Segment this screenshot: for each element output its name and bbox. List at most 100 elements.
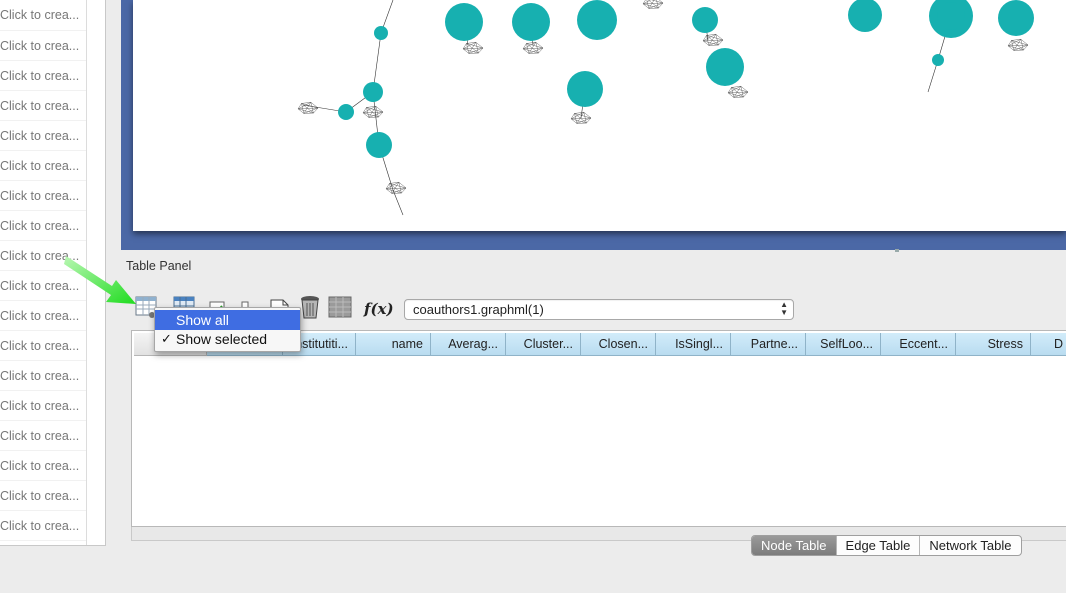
graph-edge bbox=[389, 183, 402, 194]
graph-node bbox=[577, 0, 617, 40]
list-item[interactable]: Click to crea... bbox=[0, 61, 105, 91]
graph-edge bbox=[728, 92, 744, 98]
column-header[interactable]: institutiti... bbox=[283, 333, 356, 356]
graph-edge bbox=[528, 42, 537, 54]
graph-edge bbox=[523, 48, 539, 54]
graph-edge bbox=[368, 106, 377, 118]
graph-edge bbox=[1008, 39, 1021, 47]
network-canvas[interactable] bbox=[133, 0, 1066, 231]
show-columns-icon[interactable] bbox=[134, 294, 158, 320]
graph-edge bbox=[366, 107, 384, 113]
graph-edge bbox=[391, 182, 400, 194]
column-header[interactable]: name bbox=[356, 333, 431, 356]
graph-edge bbox=[570, 118, 577, 124]
graph-edge bbox=[475, 42, 479, 54]
graph-edge bbox=[1023, 44, 1029, 51]
graph-edge bbox=[727, 92, 734, 98]
tab-edge-table[interactable]: Edge Table bbox=[837, 536, 921, 555]
graph-edge bbox=[648, 2, 664, 9]
graph-edge bbox=[583, 112, 592, 119]
graph-edge bbox=[574, 113, 587, 124]
network-graph[interactable] bbox=[133, 0, 1066, 231]
graph-edge bbox=[703, 40, 719, 46]
graph-edge bbox=[526, 42, 536, 44]
graph-edge bbox=[648, 0, 659, 9]
graph-edge bbox=[478, 47, 484, 54]
column-header[interactable]: D bbox=[1031, 333, 1066, 356]
list-item[interactable]: Click to crea... bbox=[0, 511, 105, 541]
graph-edge bbox=[301, 103, 305, 114]
graph-edge bbox=[731, 87, 749, 93]
function-builder-icon[interactable]: f(x) bbox=[364, 300, 394, 318]
column-header[interactable]: Averag... bbox=[431, 333, 506, 356]
list-item[interactable]: Click to crea... bbox=[0, 121, 105, 151]
graph-edge bbox=[526, 43, 530, 54]
list-item[interactable]: Click to crea... bbox=[0, 331, 105, 361]
list-item[interactable]: Click to crea... bbox=[0, 151, 105, 181]
graph-edge bbox=[702, 40, 709, 46]
list-item[interactable]: Click to crea... bbox=[0, 91, 105, 121]
graph-edge bbox=[535, 42, 544, 49]
graph-edge bbox=[462, 48, 469, 54]
column-header[interactable]: SelfLoo... bbox=[806, 333, 881, 356]
table-selector-dropdown[interactable]: coauthors1.graphml(1) ▲▼ bbox=[404, 299, 794, 320]
graph-edge bbox=[389, 183, 393, 194]
table-tabs: Node Table Edge Table Network Table bbox=[751, 535, 1022, 556]
list-item[interactable]: Click to crea... bbox=[0, 421, 105, 451]
graph-edge bbox=[1011, 40, 1015, 51]
graph-node bbox=[445, 3, 483, 41]
list-item[interactable]: Click to crea... bbox=[0, 391, 105, 421]
column-header[interactable]: Stress bbox=[956, 333, 1031, 356]
list-item[interactable]: Click to crea... bbox=[0, 211, 105, 241]
graph-edge bbox=[643, 3, 659, 9]
panel-divider-handle[interactable] bbox=[895, 249, 899, 252]
list-item[interactable]: Click to crea... bbox=[0, 181, 105, 211]
trash-icon[interactable] bbox=[298, 294, 322, 320]
graph-edge bbox=[586, 117, 592, 124]
graph-edge bbox=[731, 87, 735, 98]
menu-item-show-selected[interactable]: ✓ Show selected bbox=[155, 329, 300, 349]
graph-edge bbox=[743, 91, 749, 98]
list-item[interactable]: Click to crea... bbox=[0, 451, 105, 481]
graph-edge bbox=[368, 111, 384, 118]
column-header[interactable]: Partne... bbox=[731, 333, 806, 356]
show-columns-menu: Show all ✓ Show selected bbox=[154, 307, 301, 352]
table-selector-value: coauthors1.graphml(1) bbox=[413, 302, 544, 317]
graph-edge bbox=[313, 107, 319, 114]
graph-edge bbox=[386, 182, 399, 190]
graph-edge bbox=[574, 113, 578, 124]
column-header[interactable]: Eccent... bbox=[881, 333, 956, 356]
column-header[interactable]: Cluster... bbox=[506, 333, 581, 356]
graph-edge bbox=[297, 108, 304, 114]
table-lock-icon[interactable] bbox=[328, 294, 352, 320]
network-view bbox=[121, 0, 1066, 250]
tab-node-table[interactable]: Node Table bbox=[752, 536, 837, 555]
graph-edge bbox=[466, 43, 484, 49]
graph-edge bbox=[1020, 39, 1029, 46]
list-item[interactable]: Click to crea... bbox=[0, 31, 105, 61]
list-item[interactable]: Click to crea... bbox=[0, 0, 105, 31]
graph-edge bbox=[706, 35, 710, 46]
list-item[interactable]: Click to crea... bbox=[0, 361, 105, 391]
graph-edge bbox=[731, 87, 744, 98]
graph-edge bbox=[1011, 39, 1021, 41]
graph-node bbox=[374, 26, 388, 40]
graph-edge bbox=[1020, 39, 1024, 51]
tab-network-table[interactable]: Network Table bbox=[929, 538, 1012, 553]
list-item[interactable]: Click to crea... bbox=[0, 481, 105, 511]
column-header[interactable]: IsSingl... bbox=[656, 333, 731, 356]
column-header[interactable]: Closen... bbox=[581, 333, 656, 356]
graph-edge bbox=[571, 117, 592, 120]
graph-node bbox=[932, 54, 944, 66]
graph-edge bbox=[363, 106, 376, 114]
list-item[interactable]: Click to crea... bbox=[0, 241, 105, 271]
graph-edge bbox=[468, 47, 484, 54]
list-item[interactable]: Click to crea... bbox=[0, 271, 105, 301]
list-item[interactable]: Click to crea... bbox=[0, 301, 105, 331]
graph-edge bbox=[658, 0, 664, 4]
graph-edge bbox=[463, 42, 476, 50]
menu-item-show-all[interactable]: Show all bbox=[155, 310, 300, 330]
graph-edge bbox=[528, 47, 544, 54]
graph-node bbox=[692, 7, 718, 33]
